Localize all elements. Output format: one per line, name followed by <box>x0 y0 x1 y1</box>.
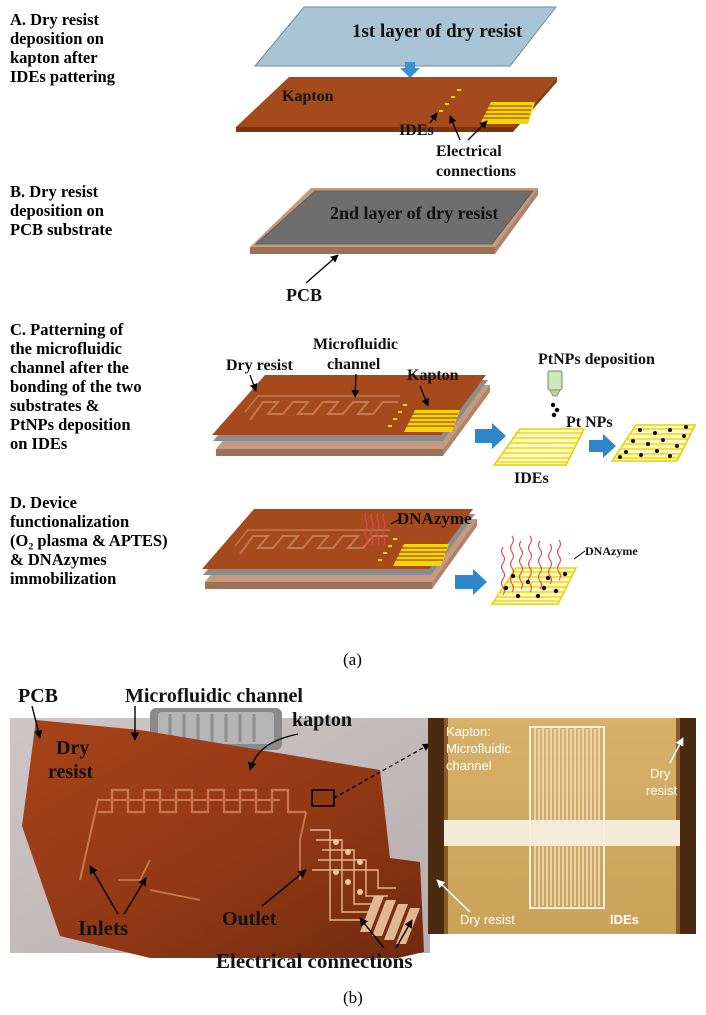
ide-grid-bare <box>492 428 586 466</box>
step-d-label: D. Device functionalization (O₂ plasma &… <box>10 493 168 588</box>
electrical-connections-photo-label: Electrical connections <box>216 949 413 973</box>
right-arrow-icon-d <box>455 569 487 595</box>
electrical-pads-a <box>480 102 535 124</box>
resist-photo-label: resist <box>48 761 94 783</box>
step-b-label: B. Dry resist deposition on PCB substrat… <box>10 182 113 239</box>
right-arrow-icon-c2 <box>589 434 616 458</box>
electrical-a-label: Electrical <box>436 143 502 160</box>
panel-b-photo: PCB Microfluidic channel Dry resist kapt… <box>10 685 431 973</box>
ides-c-label: IDEs <box>514 470 549 487</box>
micro-microfluidic-label: Microfluidic <box>446 741 512 756</box>
right-arrow-icon-c1 <box>475 423 506 449</box>
step-a-diagram: 1st layer of dry resist Kapton IDEs Elec… <box>236 6 558 180</box>
micro-channel-label: channel <box>446 758 492 773</box>
caption-b: (b) <box>343 988 363 1007</box>
inlets-photo-label: Inlets <box>78 916 128 940</box>
channel-c-label: channel <box>327 356 381 373</box>
kapton-strip-photo <box>22 720 424 958</box>
ides-a-label: IDEs <box>399 122 434 139</box>
panel-b-microscope: Kapton: Microfluidic channel Dry resist … <box>428 718 696 934</box>
dry-resist-layer-2 <box>254 190 534 245</box>
step-c-diagram: Dry resist Microfluidic channel Kapton P… <box>212 336 697 487</box>
down-arrow-icon <box>400 62 420 78</box>
dry-resist-layer-1 <box>253 6 558 67</box>
kapton-sheet-a <box>236 77 557 127</box>
ptnps-deposition-label: PtNPs deposition <box>538 351 655 368</box>
micro-ides-label: IDEs <box>610 912 639 927</box>
pipette-icon <box>547 370 563 397</box>
step-b-diagram: 2nd layer of dry resist PCB <box>250 188 538 305</box>
pcb-b-label: PCB <box>286 285 322 305</box>
micro-kapton-label: Kapton: <box>446 724 491 739</box>
outlet-photo-label: Outlet <box>222 908 277 930</box>
layer1-label: 1st layer of dry resist <box>352 21 523 42</box>
micro-dry-label: Dry <box>650 766 671 781</box>
pcb-photo-label: PCB <box>18 685 58 707</box>
microfluidic-channel-c <box>249 401 398 421</box>
ide-grid-nps <box>610 424 697 462</box>
step-d-diagram: DNAzyme DNAzyme <box>202 509 638 605</box>
ide-grid-functionalized <box>490 535 578 605</box>
step-a-label: A. Dry resist deposition on kapton after… <box>10 10 115 86</box>
micro-resist-label: resist <box>646 783 677 798</box>
pt-nps-label: Pt NPs <box>566 414 613 431</box>
connections-a-label: connections <box>436 163 516 180</box>
kapton-photo-label: kapton <box>292 709 352 731</box>
dry-resist-c-label: Dry resist <box>226 357 293 374</box>
step-c-label: C. Patterning of the microfluidic channe… <box>10 320 142 453</box>
microfluidic-channel-photo-label: Microfluidic channel <box>125 685 303 707</box>
dry-photo-label: Dry <box>56 737 89 759</box>
microfluidic-c-label: Microfluidic <box>313 336 398 353</box>
caption-a: (a) <box>343 650 362 669</box>
layer2-label: 2nd layer of dry resist <box>330 203 498 223</box>
dnazyme-d-small-label: DNAzyme <box>585 544 638 558</box>
dnazyme-strands-device <box>364 512 386 546</box>
kapton-a-label: Kapton <box>282 88 334 105</box>
kapton-c-label: Kapton <box>407 367 459 384</box>
dnazyme-d-label: DNAzyme <box>397 509 472 528</box>
micro-dry-resist-label: Dry resist <box>460 912 515 927</box>
